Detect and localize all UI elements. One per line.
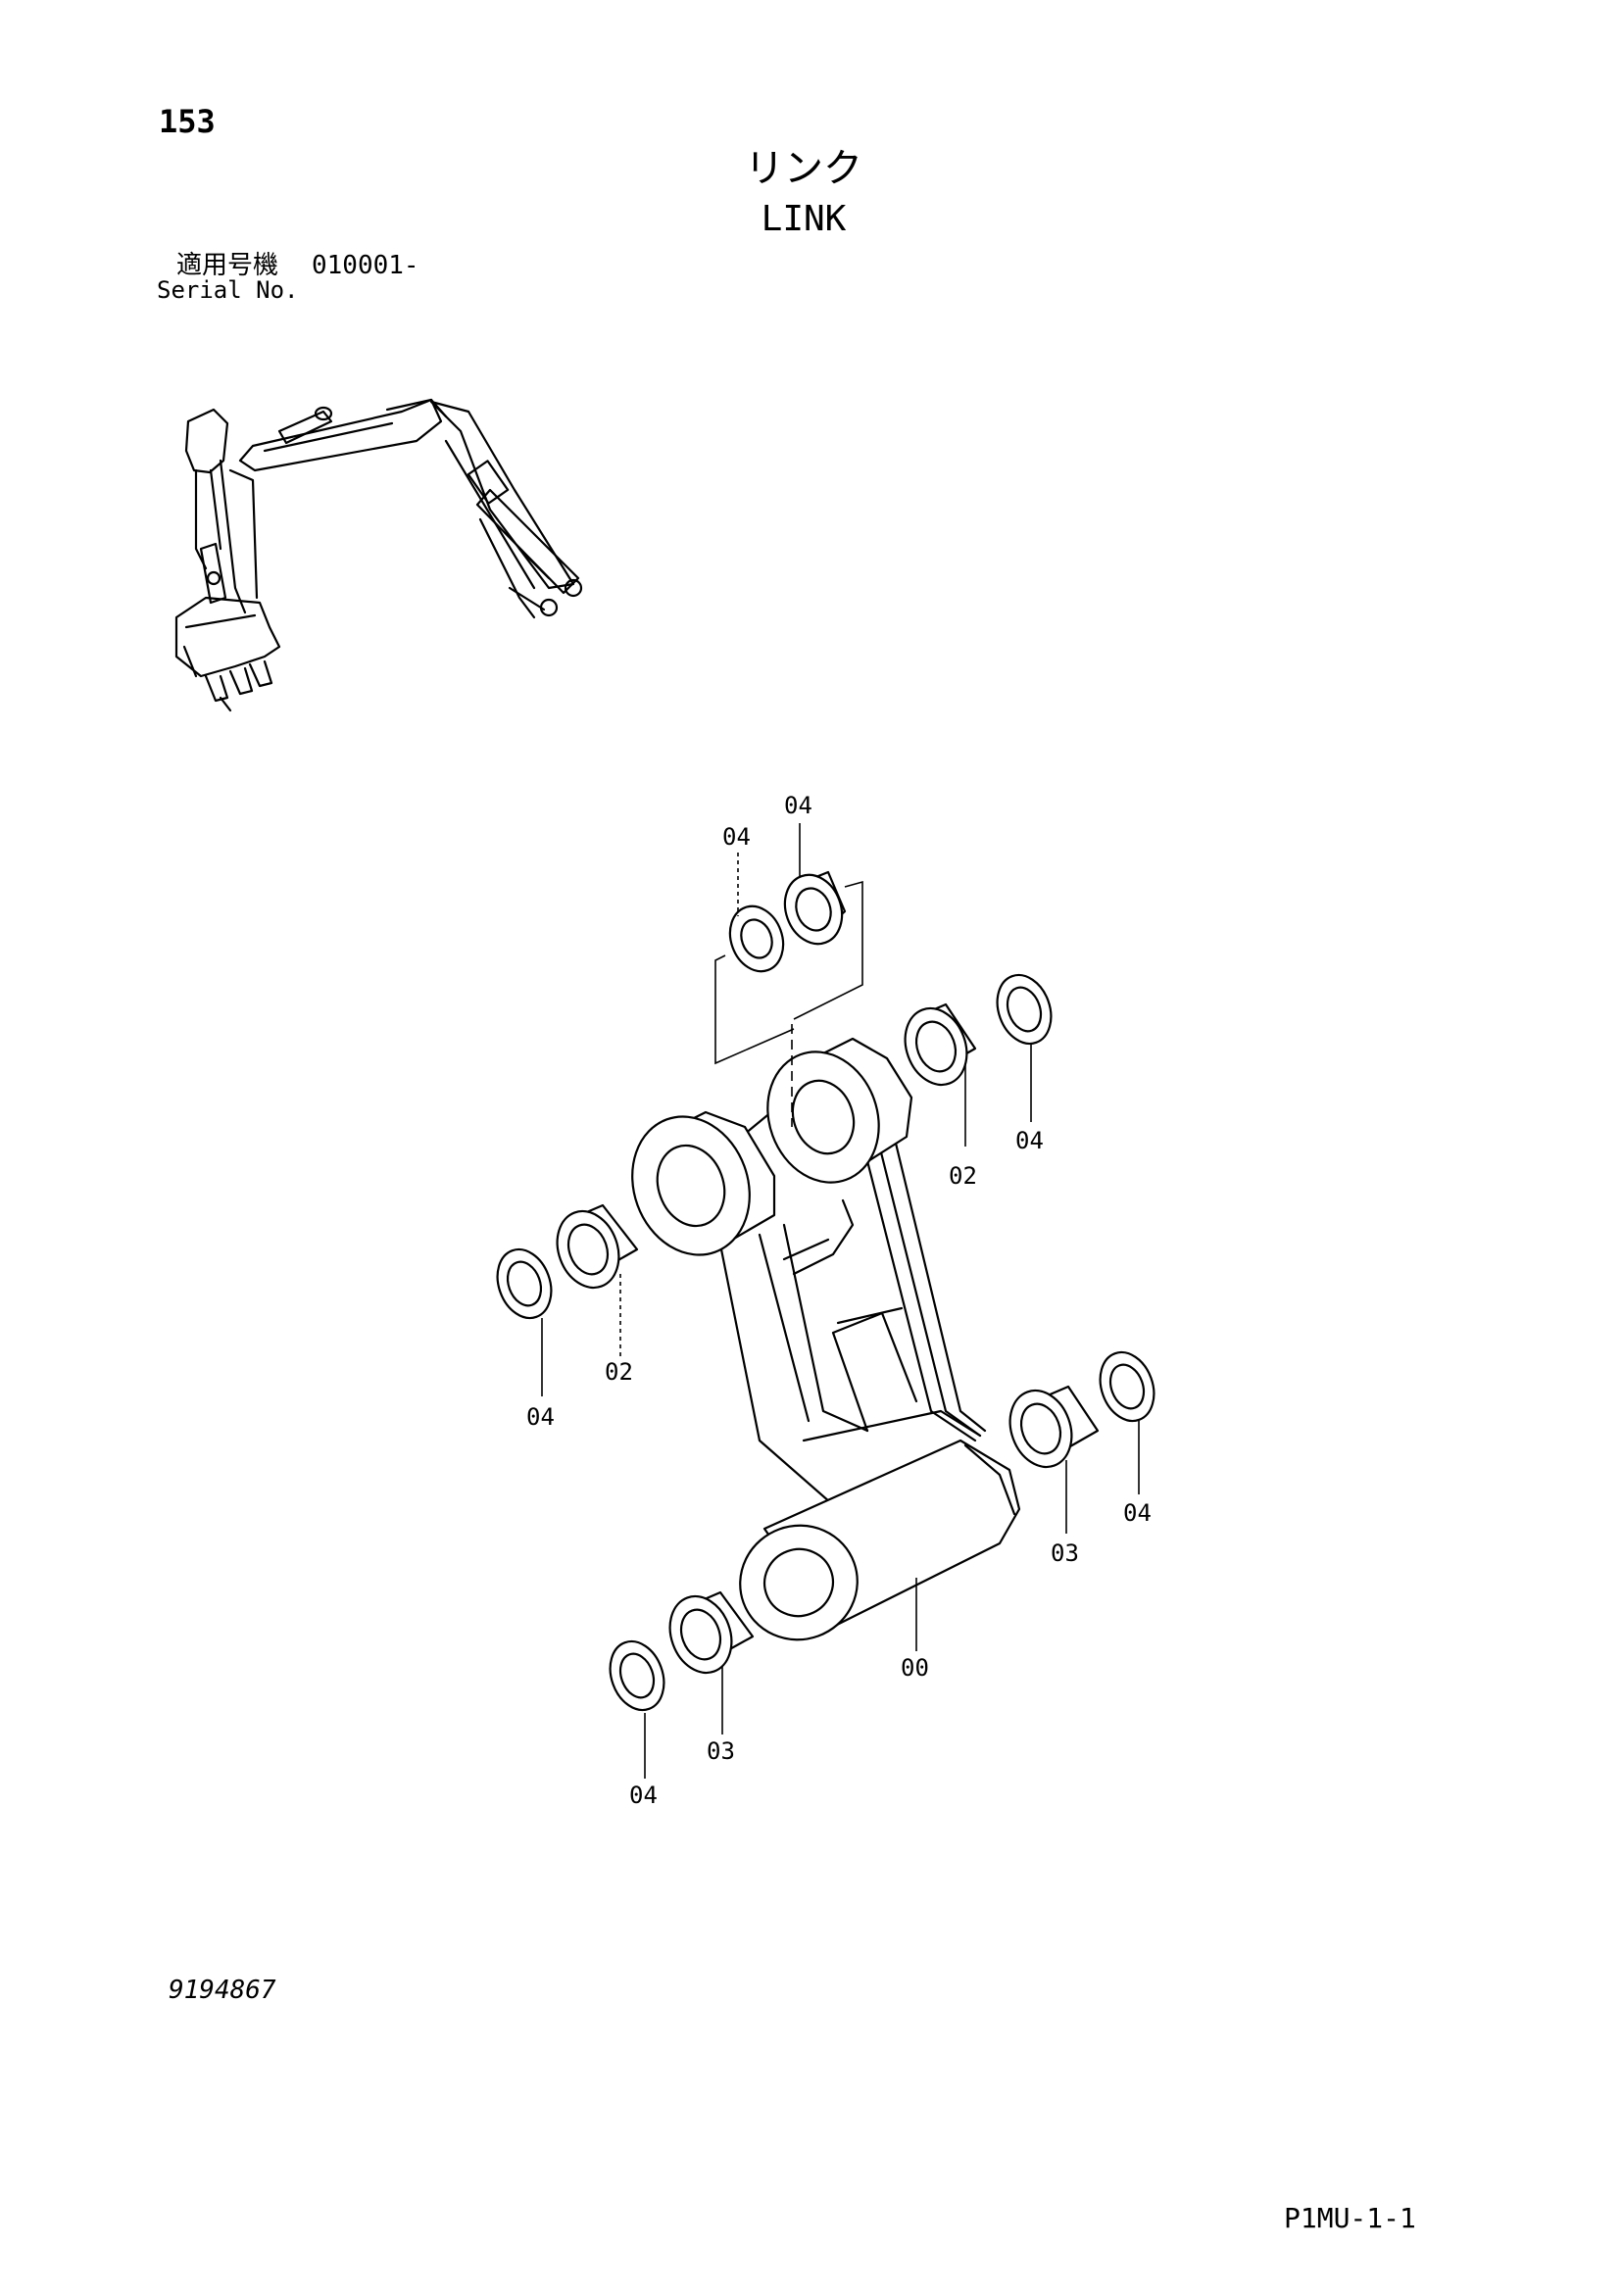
callout-label: 04 [722,823,751,851]
callout-label: 00 [901,1654,929,1682]
callout-label: 02 [949,1162,977,1190]
callout-label: 04 [1015,1127,1044,1154]
leader-lines [541,823,1140,1779]
excavator-arm-illustration [174,398,583,712]
link-body [631,1037,1021,1641]
page-number: 153 [159,103,216,140]
callout-label: 04 [1123,1499,1152,1527]
callout-label: 03 [707,1737,735,1765]
callout-label: 04 [526,1403,555,1431]
document-number: 9194867 [169,1976,276,2005]
page-title-english: LINK [761,199,847,239]
page-title-japanese: リンク [745,146,862,191]
callout-label: 04 [784,792,812,819]
callout-labels: 04 04 02 04 04 02 03 04 03 00 04 [526,792,1152,1809]
bushings-and-shims [496,870,1155,1712]
serial-value: 010001- [312,251,419,280]
callout-label: 02 [605,1358,633,1386]
serial-label-english: Serial No. [157,276,299,304]
serial-label-japanese: 適用号機 [176,251,279,280]
callout-label: 04 [629,1782,658,1809]
callout-label: 03 [1051,1539,1079,1567]
page-code: P1MU-1-1 [1284,2202,1416,2234]
